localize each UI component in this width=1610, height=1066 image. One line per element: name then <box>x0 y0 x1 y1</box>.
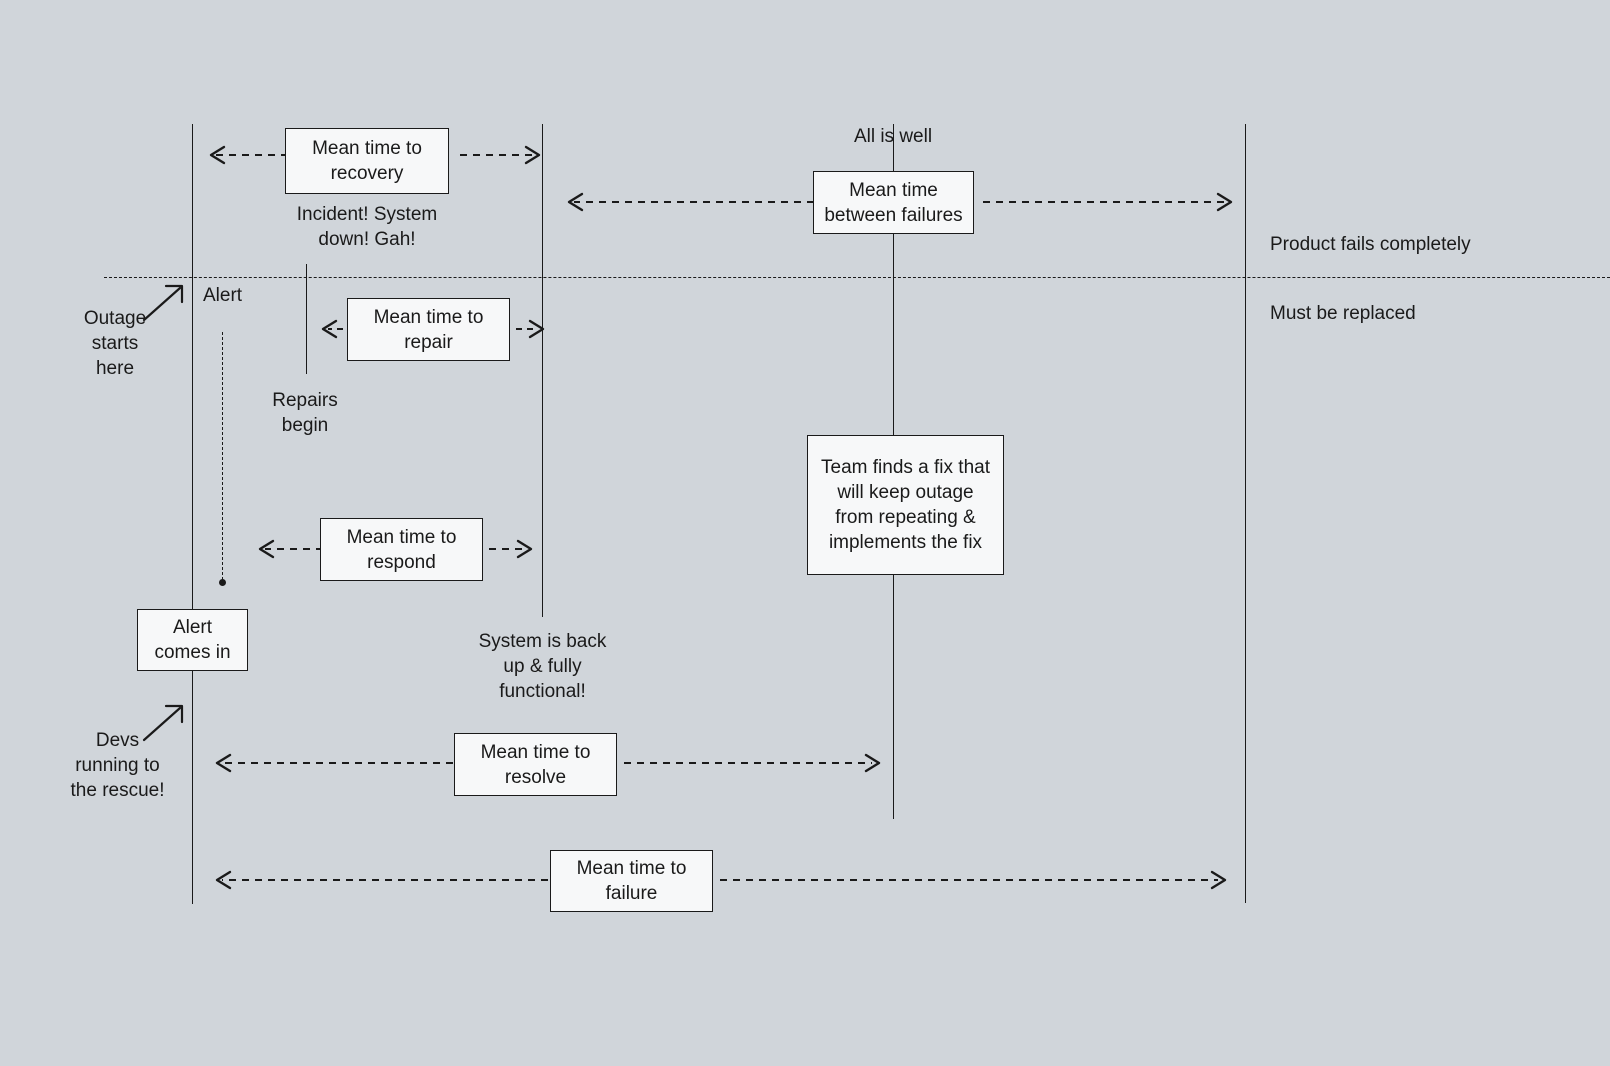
outage-starts-arrow-icon <box>142 284 184 322</box>
mtbf-arrow-right <box>983 192 1233 212</box>
timeline-rail-product-fails <box>1245 124 1246 903</box>
box-mean-time-to-respond[interactable]: Mean time to respond <box>320 518 483 581</box>
timeline-rail-outage-start <box>192 124 193 904</box>
box-mean-time-to-resolve[interactable]: Mean time to resolve <box>454 733 617 796</box>
box-alert-comes-in[interactable]: Alert comes in <box>137 609 248 671</box>
label-all-is-well: All is well <box>853 126 933 147</box>
timeline-rail-system-restored <box>542 124 543 617</box>
mttfailure-arrow-left <box>215 870 548 890</box>
failure-threshold-divider <box>104 277 1610 278</box>
mttrecovery-arrow-right <box>460 145 541 165</box>
box-mean-time-to-failure[interactable]: Mean time to failure <box>550 850 713 912</box>
label-incident: Incident! System down! Gah! <box>296 204 438 250</box>
label-devs-running-to-the-rescue: Devs running to the rescue! <box>70 730 165 801</box>
mttrecovery-arrow-left <box>209 145 288 165</box>
alert-endpoint-dot <box>219 579 226 586</box>
timeline-rail-alert-dotted <box>222 332 223 580</box>
devs-running-arrow-icon <box>142 704 184 742</box>
mttfailure-arrow-right <box>720 870 1227 890</box>
box-mean-time-to-recovery[interactable]: Mean time to recovery <box>285 128 449 194</box>
mtbf-arrow-left <box>567 192 814 212</box>
timeline-rail-repairs-begin <box>306 264 307 374</box>
label-system-back-up: System is back up & fully functional! <box>478 631 607 702</box>
mttrespond-arrow-left <box>258 539 323 559</box>
box-mean-time-to-repair[interactable]: Mean time to repair <box>347 298 510 361</box>
box-team-finds-a-fix[interactable]: Team finds a fix that will keep outage f… <box>807 435 1004 575</box>
mttresolve-arrow-left <box>215 753 453 773</box>
label-product-fails-completely: Product fails completely <box>1270 234 1471 255</box>
mttrepair-arrow-right <box>516 319 545 339</box>
label-outage-starts-here: Outage starts here <box>83 308 147 379</box>
label-repairs-begin: Repairs begin <box>272 390 338 436</box>
mttresolve-arrow-right <box>624 753 881 773</box>
label-must-be-replaced: Must be replaced <box>1270 303 1416 324</box>
label-alert: Alert <box>203 285 243 306</box>
box-mean-time-between-failures[interactable]: Mean time between failures <box>813 171 974 234</box>
mttrespond-arrow-right <box>489 539 533 559</box>
